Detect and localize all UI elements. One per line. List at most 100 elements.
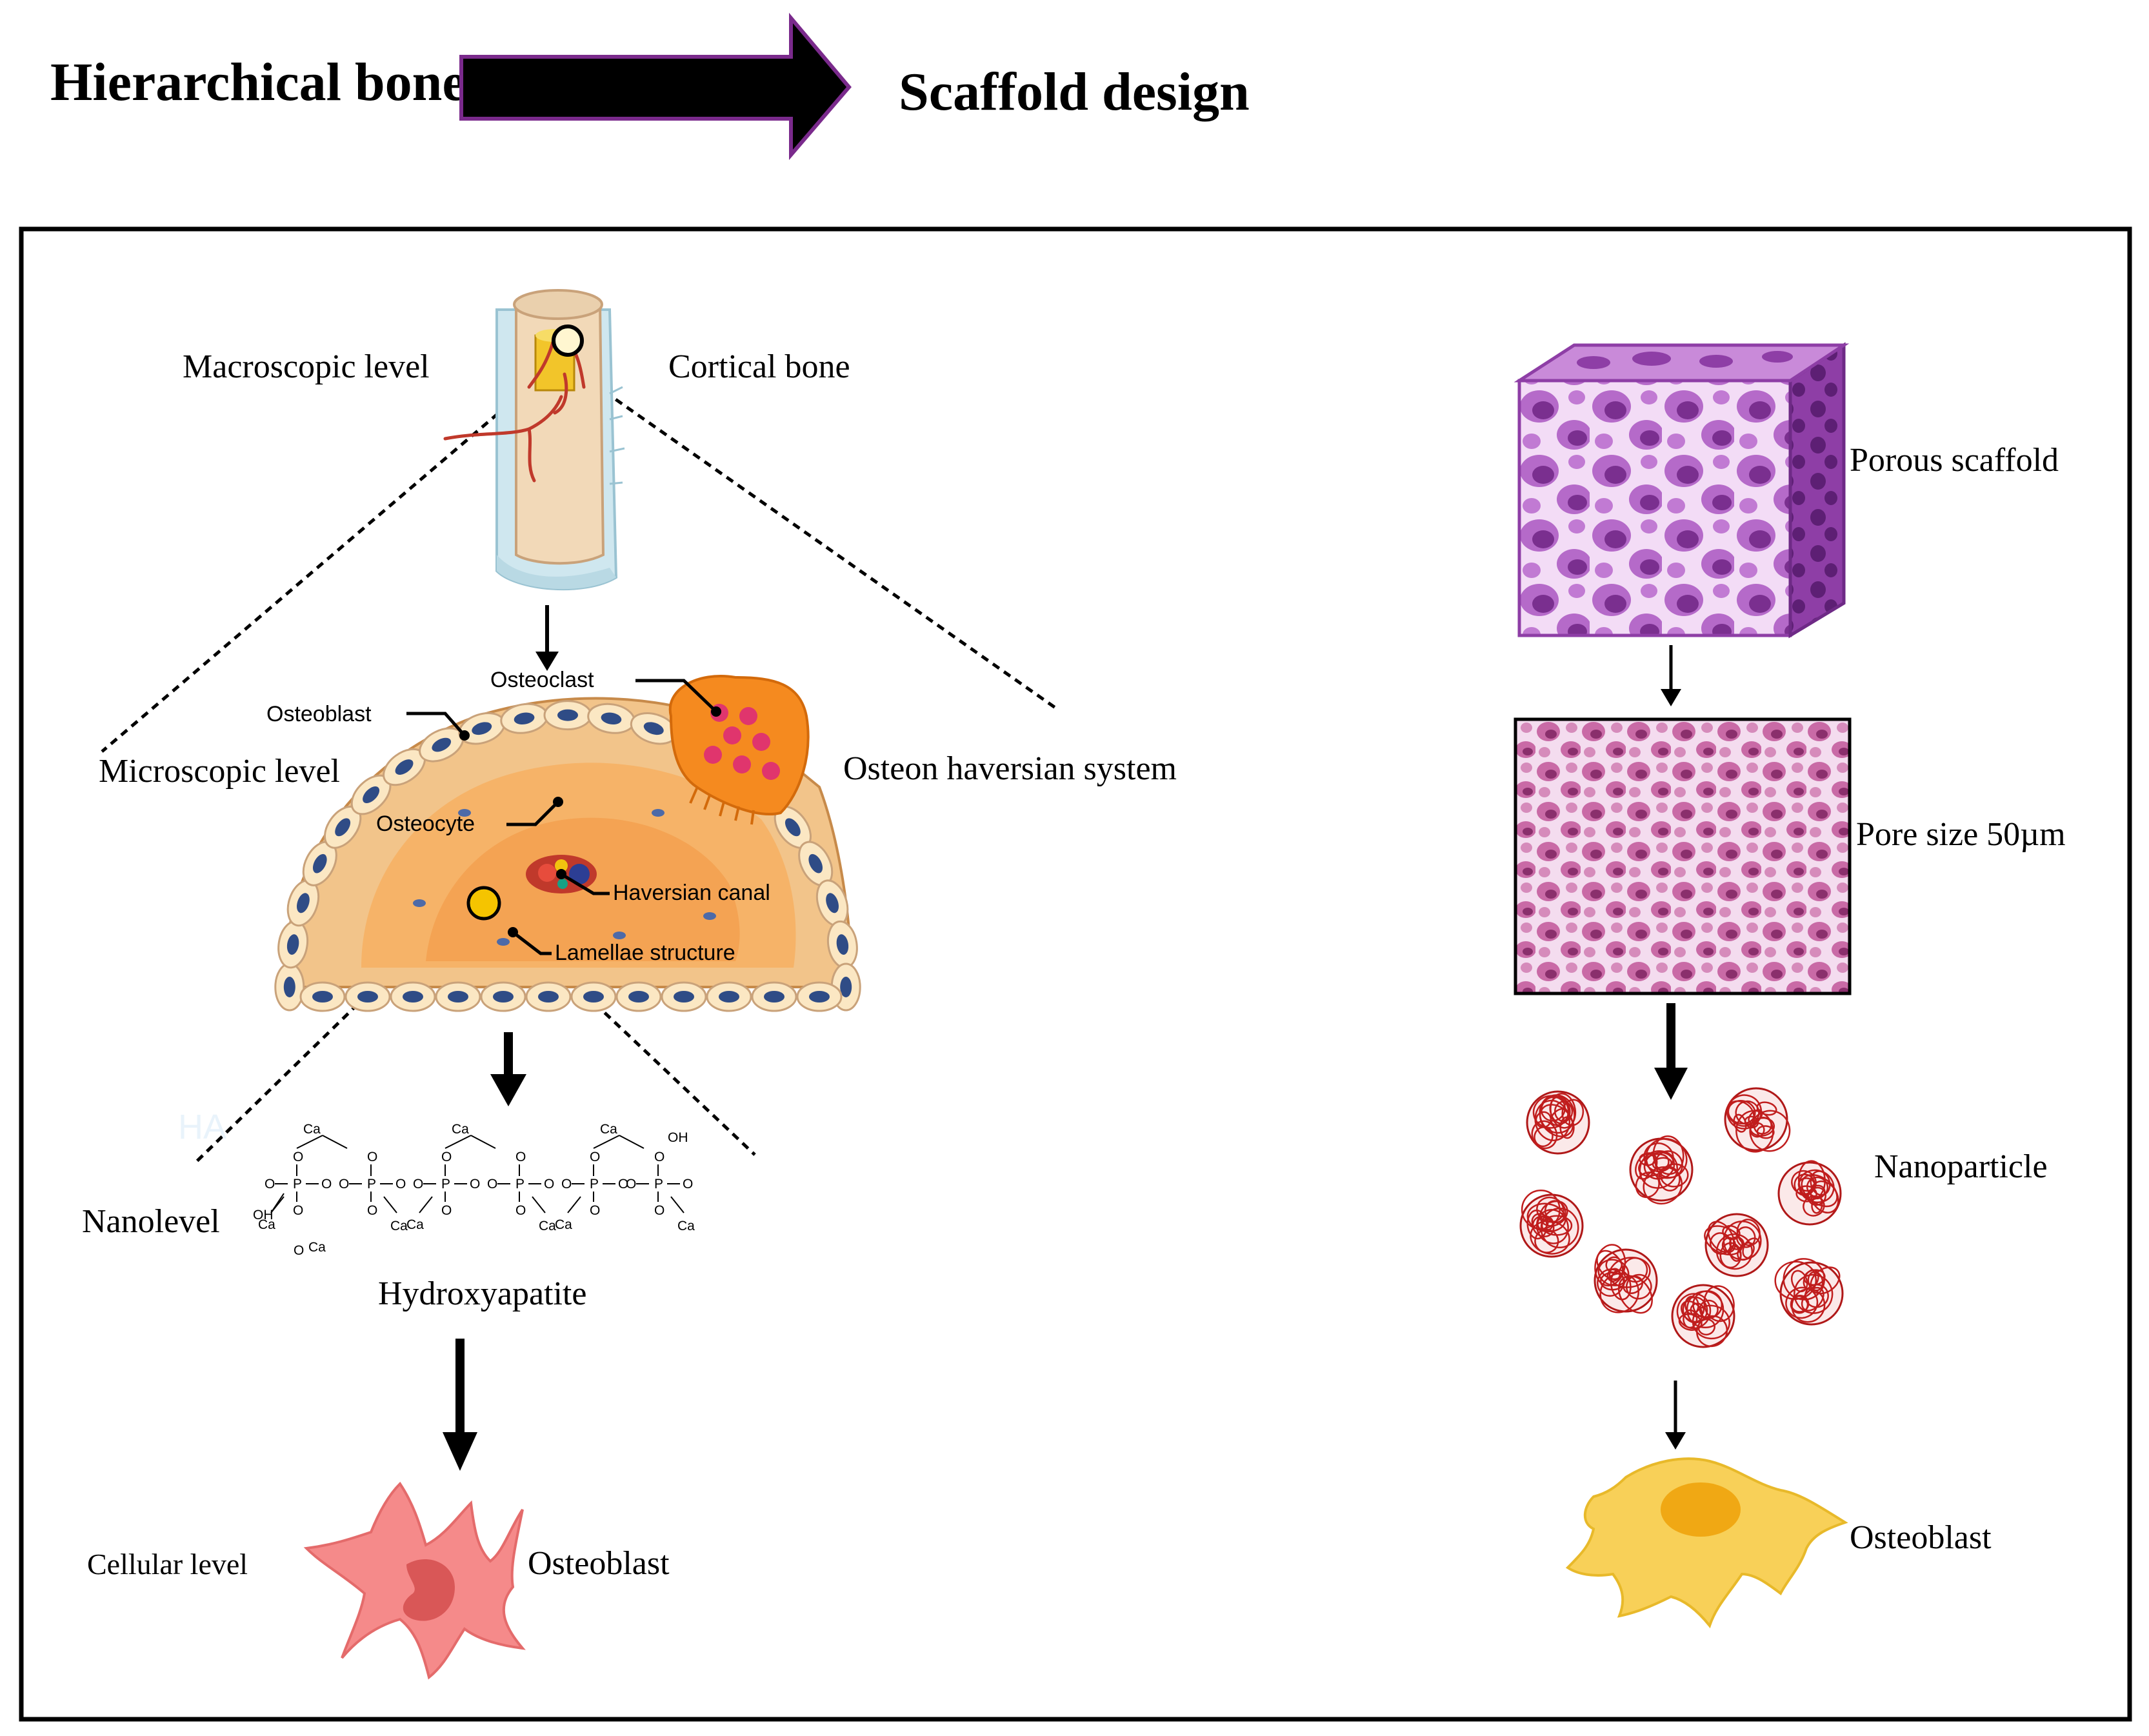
atom-symbol: O — [618, 1177, 628, 1192]
arrow-cube-to-histology — [1661, 645, 1681, 706]
lining-cell — [435, 981, 481, 1012]
lamellae-structure-callout: Lamellae structure — [555, 941, 735, 965]
atom-symbol: O — [367, 1150, 377, 1164]
long-bone-illustration — [443, 289, 625, 591]
atom-symbol: P — [654, 1177, 663, 1192]
nanoparticle — [1724, 1087, 1791, 1153]
bond — [470, 1135, 496, 1149]
atom-symbol: O — [515, 1203, 526, 1218]
atom-symbol: O — [654, 1203, 665, 1218]
hydroxyapatite-label: Hydroxyapatite — [378, 1275, 586, 1312]
osteoblast-red-cell — [303, 1481, 526, 1680]
lining-cell — [570, 981, 617, 1012]
atom-symbol: Ca — [555, 1217, 572, 1232]
lining-cell — [480, 981, 526, 1012]
osteon-haversian-system-label: Osteon haversian system — [843, 750, 1177, 787]
lining-cell — [299, 981, 346, 1012]
atom-symbol: O — [626, 1177, 636, 1192]
atom-symbol: P — [590, 1177, 599, 1192]
bond — [296, 1135, 323, 1149]
lining-cell — [630, 712, 677, 745]
atom-symbol: O — [339, 1177, 349, 1192]
pore-size-label: Pore size 50µm — [1856, 816, 2066, 853]
atom-symbol: O — [395, 1177, 406, 1192]
bond — [270, 1193, 285, 1213]
lining-cell — [277, 920, 309, 969]
nanoparticle — [1671, 1284, 1735, 1348]
atom-symbol: O — [293, 1150, 303, 1164]
atom-symbol: P — [515, 1177, 525, 1192]
atom-symbol: P — [293, 1177, 302, 1192]
transition-arrow — [459, 12, 852, 161]
atom-symbol: P — [367, 1177, 376, 1192]
atom-symbol: O — [470, 1177, 480, 1192]
osteoblast-yellow-cell — [1565, 1457, 1848, 1629]
arrow-micro-to-nano — [490, 1032, 526, 1106]
atom-symbol: Ca — [258, 1217, 275, 1232]
macroscopic-level-label: Macroscopic level — [183, 348, 430, 385]
arrow-nano-to-cellular — [443, 1339, 477, 1471]
lining-cell — [815, 879, 849, 927]
atom-symbol: Ca — [452, 1122, 469, 1137]
lining-cell — [587, 703, 635, 734]
bond — [532, 1196, 546, 1213]
atom-symbol: Ca — [600, 1122, 617, 1137]
lining-cell — [350, 774, 392, 815]
nanoparticle — [1777, 1160, 1842, 1226]
osteoclast-callout: Osteoclast — [490, 668, 594, 692]
bone-osteoblast-label: Osteoblast — [528, 1545, 670, 1582]
nanoparticle — [1774, 1258, 1844, 1326]
atom-symbol: O — [367, 1203, 377, 1218]
cortical-bone-label: Cortical bone — [668, 348, 850, 385]
lining-cell — [826, 920, 858, 969]
cellular-level-label: Cellular level — [87, 1548, 248, 1581]
bond — [383, 1196, 397, 1213]
osteoblast-callout: Osteoblast — [266, 702, 372, 726]
arrow-histology-to-nanoparticle — [1654, 1003, 1688, 1100]
atom-symbol: Ca — [308, 1240, 326, 1255]
lining-cell — [324, 805, 362, 849]
atom-symbol: O — [487, 1177, 497, 1192]
atom-symbol: P — [441, 1177, 450, 1192]
content-frame — [19, 226, 2132, 1722]
nanoparticle — [1526, 1090, 1590, 1155]
porous-scaffold-cube — [1514, 342, 1850, 639]
nanoparticle-label: Nanoparticle — [1874, 1148, 2048, 1185]
atom-symbol: O — [293, 1203, 303, 1218]
arrow-macro-to-micro — [535, 605, 559, 671]
atom-symbol: OH — [668, 1130, 688, 1145]
atom-symbol: OH — [253, 1208, 274, 1222]
pore-histology-image — [1514, 717, 1852, 995]
bond — [619, 1135, 645, 1149]
atom-symbol: O — [590, 1150, 600, 1164]
scaffold-osteoblast-label: Osteoblast — [1850, 1519, 1992, 1556]
bond — [670, 1196, 685, 1213]
bond — [419, 1196, 433, 1213]
atom-symbol: Ca — [303, 1122, 321, 1137]
lining-cell — [419, 727, 465, 763]
bond — [593, 1135, 620, 1149]
bond — [445, 1135, 472, 1149]
osteon-callout-lines — [406, 679, 717, 955]
bond — [322, 1135, 348, 1149]
atom-symbol: O — [265, 1177, 275, 1192]
osteon-lining-cells — [274, 700, 861, 1012]
lining-cell — [345, 981, 391, 1012]
scaffold-design-title: Scaffold design — [899, 62, 1250, 122]
atom-symbol: O — [561, 1177, 572, 1192]
atom-symbol: O — [544, 1177, 554, 1192]
arrow-nanoparticle-to-osteoblast — [1665, 1381, 1686, 1450]
microscopic-level-label: Microscopic level — [99, 753, 340, 790]
nanoparticle — [1629, 1135, 1694, 1205]
lining-cell — [543, 700, 592, 731]
nanoparticle-cluster — [1519, 1087, 1844, 1348]
lining-cell — [302, 841, 337, 886]
bond — [567, 1196, 581, 1213]
atom-symbol: O — [441, 1150, 452, 1164]
atom-symbol: Ca — [390, 1219, 408, 1233]
lining-cell — [274, 963, 305, 1012]
nanoparticle — [1704, 1213, 1769, 1277]
osteocyte-callout: Osteocyte — [376, 812, 475, 836]
